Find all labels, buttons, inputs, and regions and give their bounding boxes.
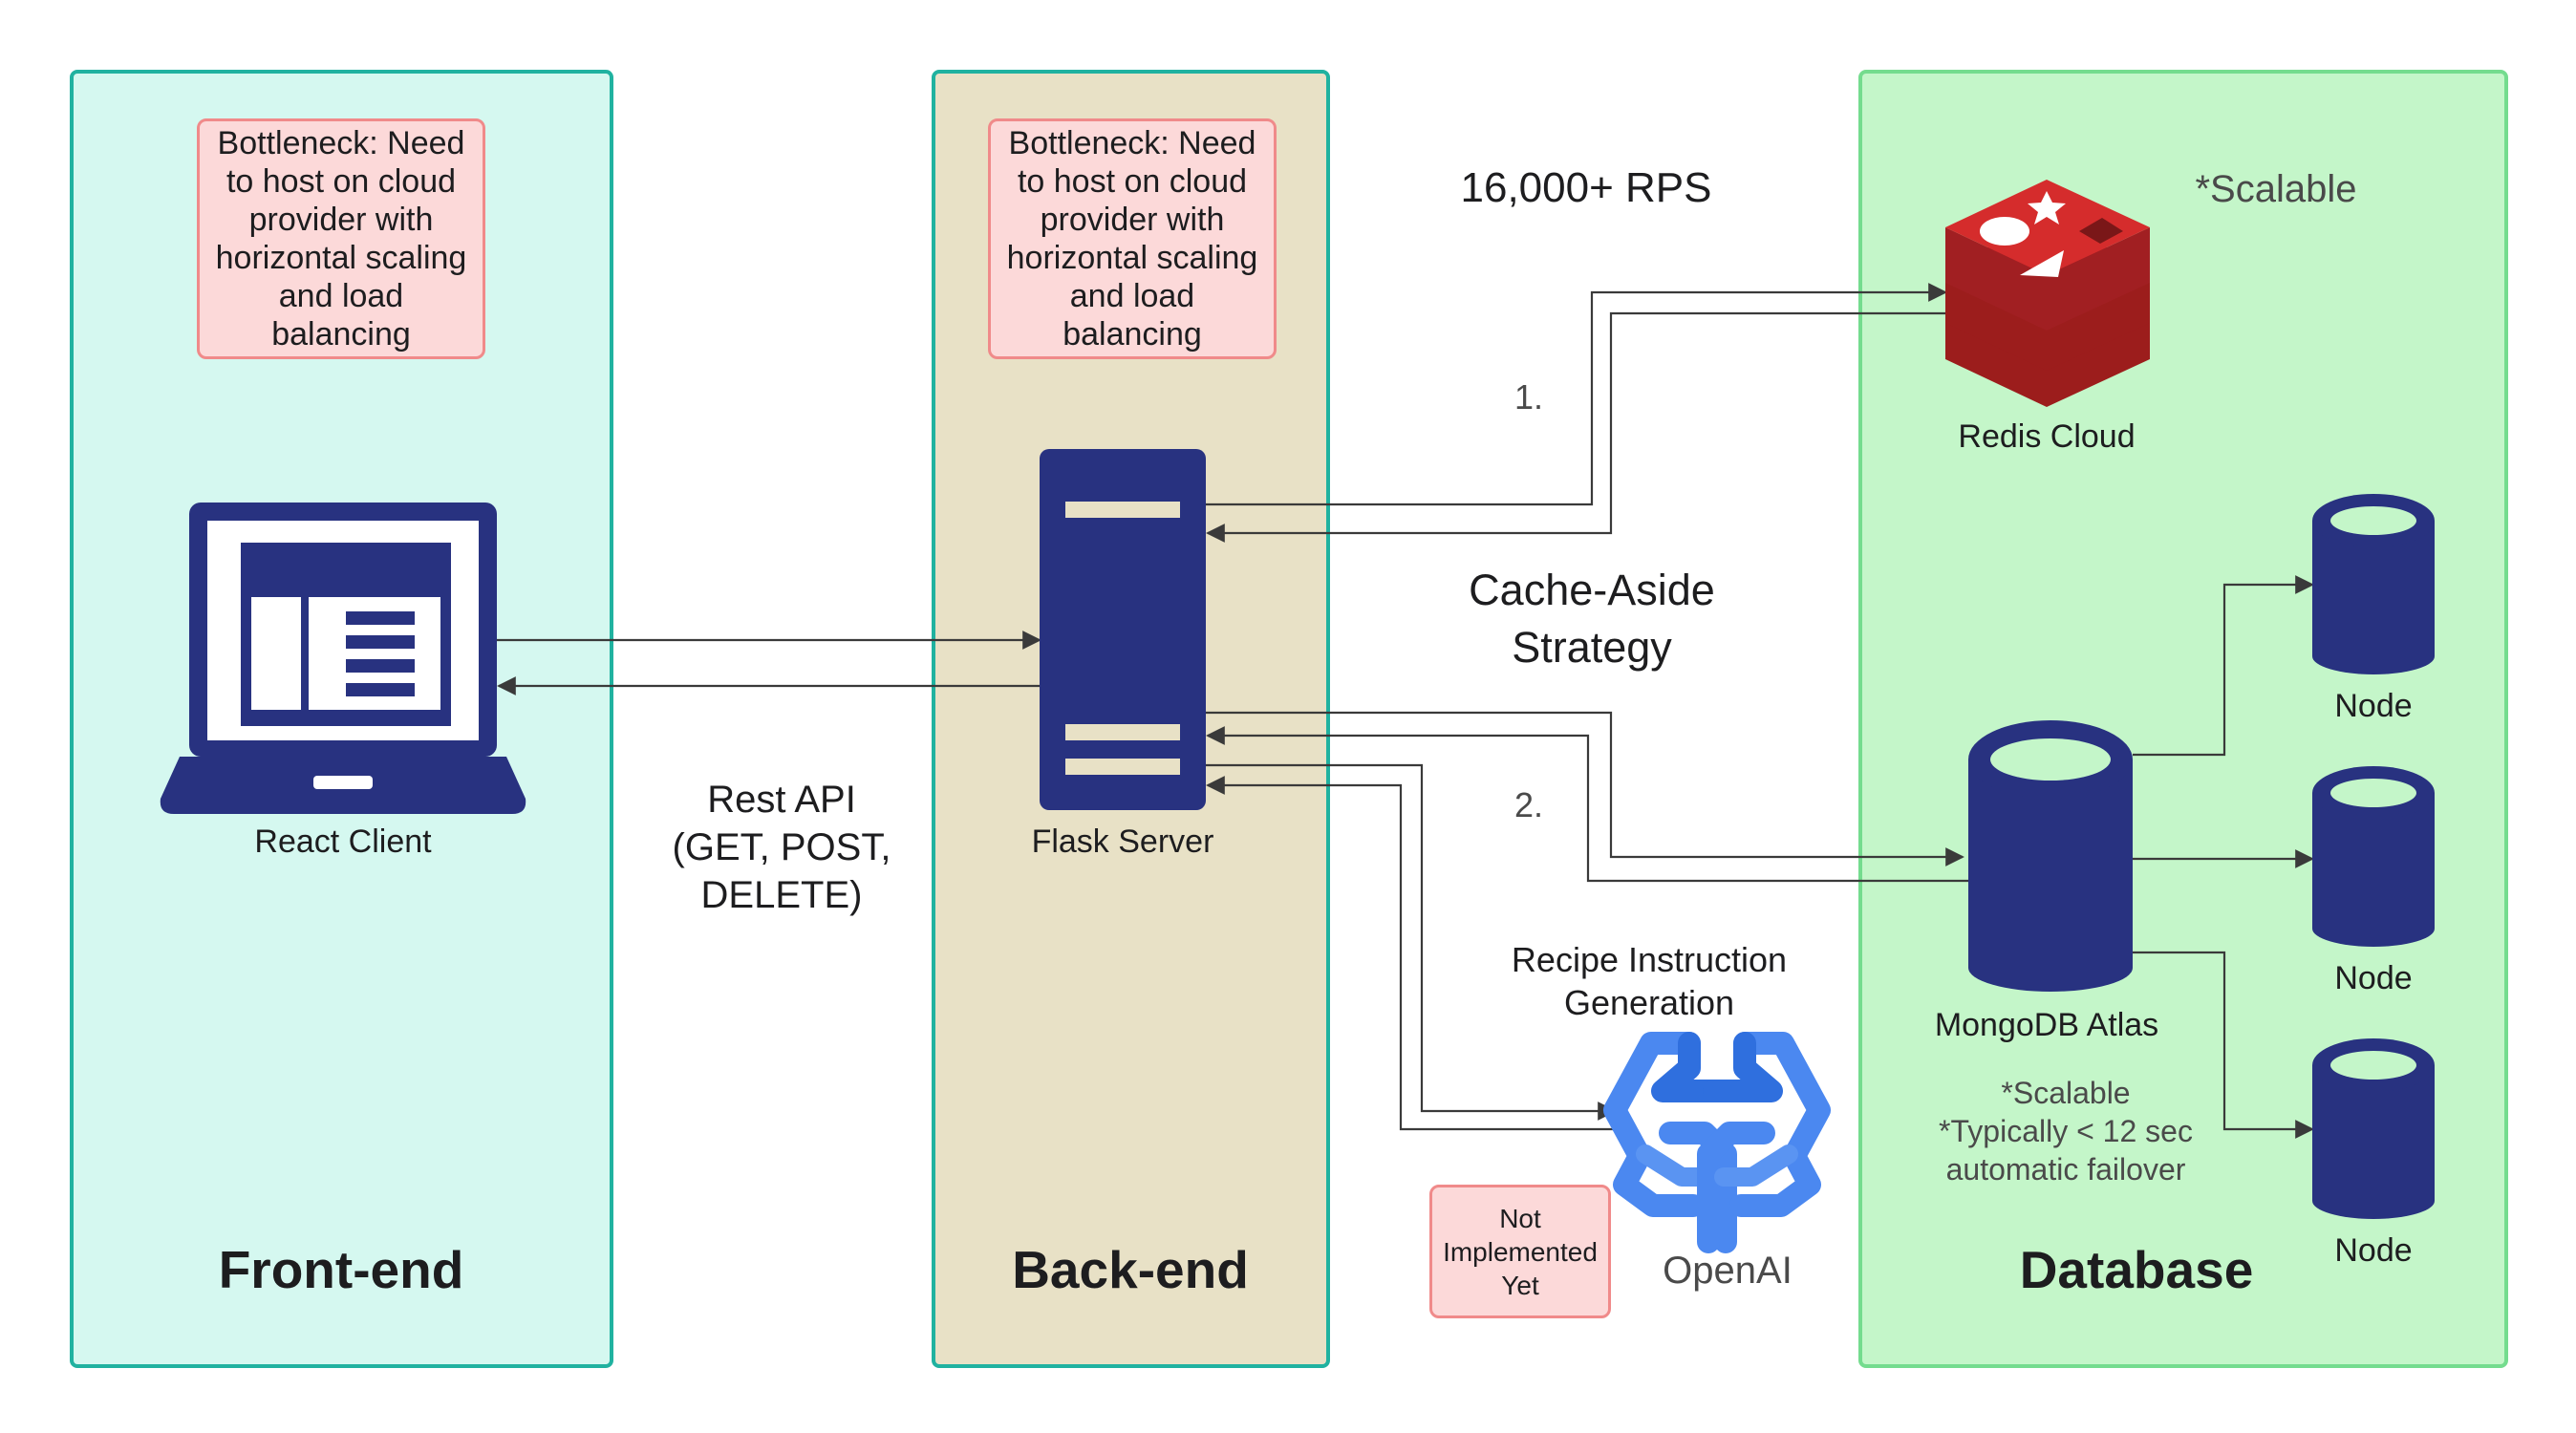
database-panel-title: Database	[2019, 1240, 2254, 1299]
recipe-generation-label: Recipe Instruction Generation	[1468, 938, 1831, 1024]
not-implemented-note: Not Implemented Yet	[1429, 1185, 1611, 1318]
arrow-server-to-openai	[1206, 763, 1617, 1121]
step-1-label: 1.	[1513, 377, 1544, 417]
rps-label: 16,000+ RPS	[1460, 164, 1712, 211]
backend-panel-title: Back-end	[1012, 1240, 1249, 1299]
mongodb-failover-line-1: *Typically < 12 sec	[1939, 1114, 2193, 1148]
rest-api-label: Rest API (GET, POST, DELETE)	[638, 776, 925, 919]
openai-icon	[1603, 1032, 1831, 1253]
rest-api-line-2: (GET, POST,	[672, 826, 891, 868]
redis-cloud-label: Redis Cloud	[1958, 418, 2136, 455]
backend-bottleneck-note: Bottleneck: Need to host on cloud provid…	[988, 118, 1277, 359]
mongodb-scalable-note: *Scalable	[2001, 1076, 2131, 1110]
cache-aside-line-1: Cache-Aside	[1469, 566, 1715, 614]
node-2-icon	[2312, 766, 2435, 947]
node-3-icon	[2312, 1038, 2435, 1219]
cache-aside-line-2: Strategy	[1512, 623, 1672, 672]
server-icon	[1040, 449, 1206, 810]
react-client-label: React Client	[254, 823, 432, 860]
frontend-bottleneck-note: Bottleneck: Need to host on cloud provid…	[197, 118, 485, 359]
arrow-server-to-mongodb	[1206, 711, 1964, 866]
arrow-server-to-redis	[1206, 283, 1947, 506]
arrow-openai-to-server	[1206, 776, 1615, 1131]
rest-api-line-1: Rest API	[707, 779, 856, 821]
node-3-label: Node	[2334, 1232, 2413, 1269]
mongodb-failover-line-2: automatic failover	[1945, 1152, 2186, 1187]
step-2-label: 2.	[1513, 785, 1544, 824]
recipe-generation-line-2: Generation	[1563, 983, 1735, 1022]
openai-label: OpenAI	[1663, 1250, 1792, 1292]
mongodb-atlas-label: MongoDB Atlas	[1934, 1007, 2159, 1043]
arrow-mongodb-to-server	[1206, 726, 1968, 883]
mongodb-icon	[1968, 720, 2133, 992]
cache-aside-label: Cache-Aside Strategy	[1401, 562, 1783, 676]
rest-api-line-3: DELETE)	[700, 874, 863, 916]
node-2-label: Node	[2334, 960, 2413, 996]
arrow-mongodb-to-node-1	[2133, 575, 2314, 757]
laptop-icon	[160, 503, 526, 814]
redis-icon	[1945, 180, 2150, 407]
frontend-panel-title: Front-end	[218, 1240, 464, 1299]
redis-scalable-note: *Scalable	[2195, 168, 2357, 210]
mongodb-notes: *Scalable *Typically < 12 sec automatic …	[1922, 1074, 2209, 1188]
arrow-mongodb-to-node-3	[2133, 951, 2314, 1139]
flask-server-label: Flask Server	[1031, 823, 1214, 860]
recipe-generation-line-1: Recipe Instruction	[1511, 940, 1788, 979]
arrow-redis-to-server	[1206, 311, 1945, 543]
node-1-label: Node	[2334, 688, 2413, 724]
node-1-icon	[2312, 494, 2435, 674]
